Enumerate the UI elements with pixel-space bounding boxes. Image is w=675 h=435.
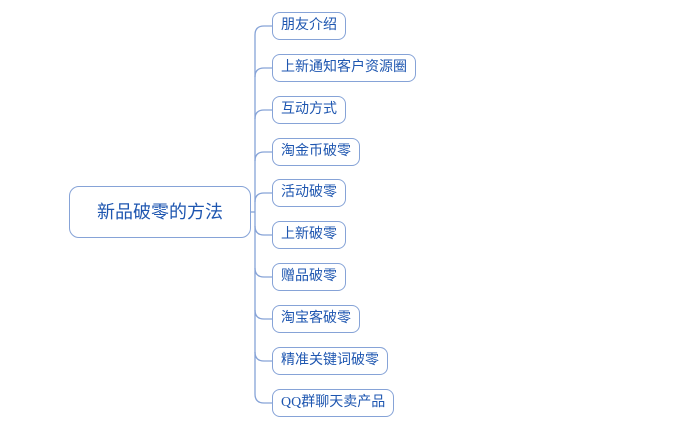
branch-line bbox=[254, 351, 272, 362]
child-node[interactable]: 精准关键词破零 bbox=[272, 347, 388, 375]
branch-line bbox=[254, 67, 272, 78]
child-node[interactable]: 淘金币破零 bbox=[272, 138, 360, 166]
child-node-label: QQ群聊天卖产品 bbox=[281, 395, 386, 410]
child-node-label: 淘金币破零 bbox=[281, 144, 351, 159]
child-node-label: 赠品破零 bbox=[281, 269, 337, 284]
root-node[interactable]: 新品破零的方法 bbox=[69, 186, 251, 238]
child-node-label: 淘宝客破零 bbox=[281, 311, 351, 326]
child-node[interactable]: 赠品破零 bbox=[272, 263, 346, 291]
branch-line bbox=[254, 151, 272, 162]
child-node[interactable]: QQ群聊天卖产品 bbox=[272, 389, 395, 417]
child-node[interactable]: 活动破零 bbox=[272, 179, 346, 207]
branch-line bbox=[254, 225, 272, 236]
child-node[interactable]: 上新通知客户资源圈 bbox=[272, 54, 416, 82]
branch-line bbox=[254, 309, 272, 320]
child-node-label: 精准关键词破零 bbox=[281, 353, 379, 368]
child-node-label: 活动破零 bbox=[281, 185, 337, 200]
branch-line bbox=[254, 192, 272, 203]
branch-line bbox=[254, 267, 272, 278]
child-node-label: 上新破零 bbox=[281, 227, 337, 242]
child-node[interactable]: 上新破零 bbox=[272, 221, 346, 249]
child-node-label: 上新通知客户资源圈 bbox=[281, 60, 407, 75]
child-node[interactable]: 朋友介绍 bbox=[272, 12, 346, 40]
branch-line bbox=[254, 393, 272, 404]
child-node[interactable]: 互动方式 bbox=[272, 96, 346, 124]
branch-line bbox=[254, 109, 272, 120]
root-node-label: 新品破零的方法 bbox=[97, 202, 223, 222]
child-node-label: 朋友介绍 bbox=[281, 18, 337, 33]
branch-line bbox=[254, 25, 272, 36]
child-node-label: 互动方式 bbox=[281, 102, 337, 117]
child-node[interactable]: 淘宝客破零 bbox=[272, 305, 360, 333]
